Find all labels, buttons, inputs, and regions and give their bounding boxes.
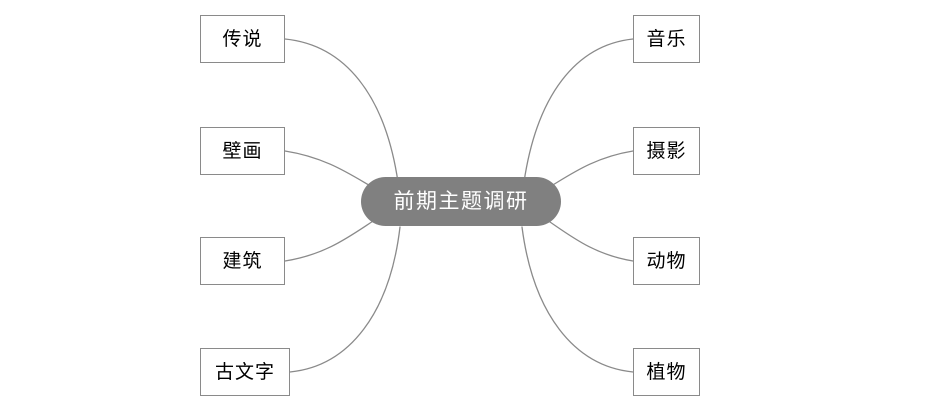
branch-node-label: 壁画: [222, 140, 263, 162]
branch-node-left-1[interactable]: 壁画: [200, 127, 285, 175]
branch-node-right-1[interactable]: 摄影: [633, 127, 700, 175]
branch-node-label: 古文字: [214, 361, 275, 383]
branch-node-left-0[interactable]: 传说: [200, 15, 285, 63]
branch-node-right-0[interactable]: 音乐: [633, 15, 700, 63]
branch-node-left-2[interactable]: 建筑: [200, 237, 285, 285]
branch-node-label: 传说: [222, 28, 263, 50]
connector-建筑-to-center: [284, 215, 382, 262]
connector-动物-to-center: [540, 215, 634, 262]
branch-node-label: 植物: [646, 361, 687, 383]
branch-node-label: 摄影: [646, 140, 687, 162]
connector-音乐-to-center: [523, 38, 634, 183]
branch-node-label: 动物: [646, 250, 687, 272]
branch-node-right-3[interactable]: 植物: [633, 348, 700, 396]
center-node-preliminary-theme-research[interactable]: 前期主题调研: [361, 177, 561, 226]
connector-植物-to-center: [521, 226, 634, 373]
center-node-label: 前期主题调研: [393, 190, 529, 213]
connector-传说-to-center: [284, 38, 399, 183]
branch-node-left-3[interactable]: 古文字: [200, 348, 290, 396]
branch-node-label: 建筑: [222, 250, 263, 272]
branch-node-label: 音乐: [646, 28, 687, 50]
connector-古文字-to-center: [289, 226, 401, 373]
branch-node-right-2[interactable]: 动物: [633, 237, 700, 285]
